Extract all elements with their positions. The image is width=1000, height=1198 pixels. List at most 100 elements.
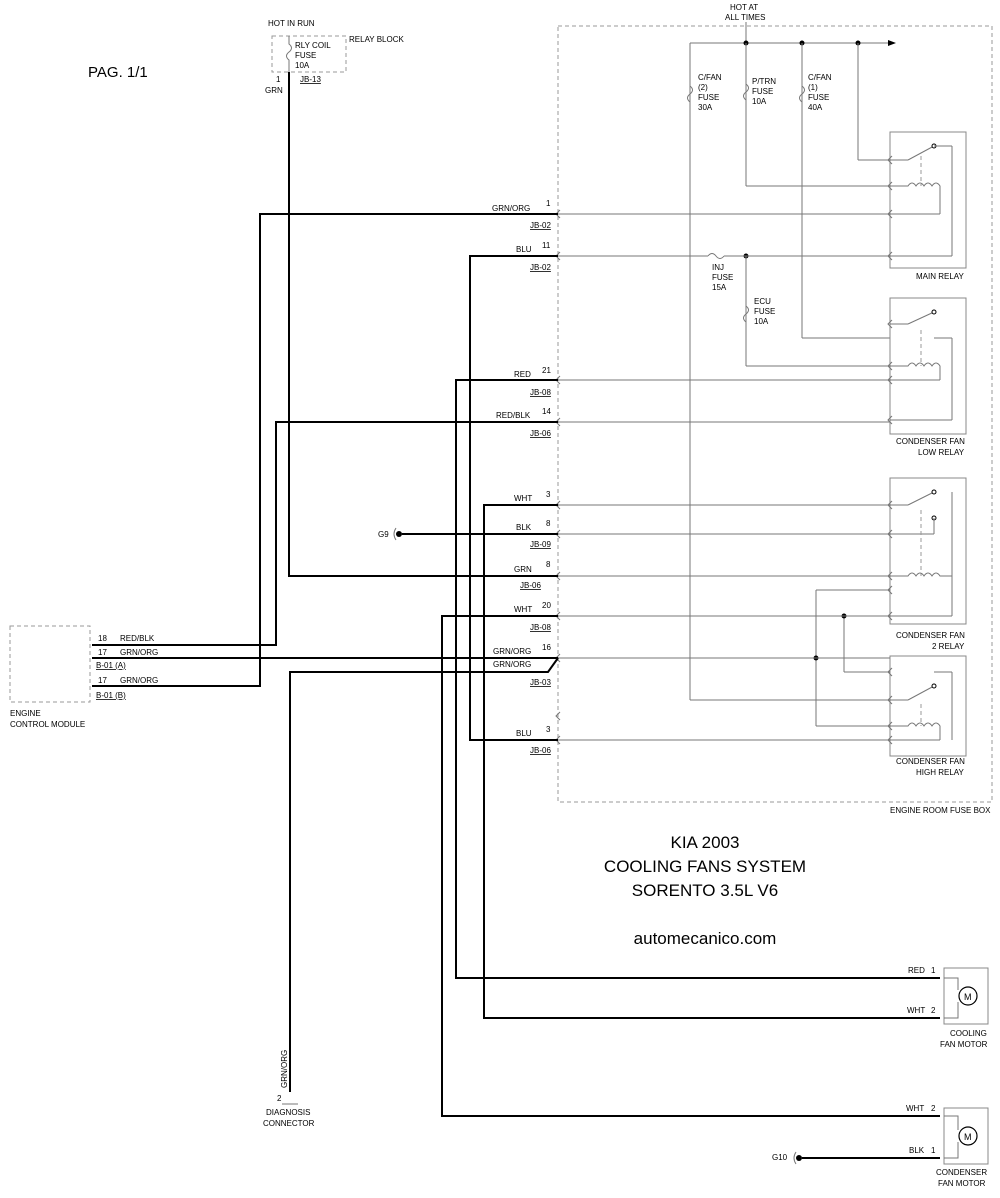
cooling-fan-motor-icon [958,986,978,1006]
cond-high-relay-label-1: CONDENSER FAN [896,757,965,766]
relay-coil-symbol [890,722,941,740]
condenser-fan-name-1: CONDENSER [936,1168,987,1177]
cond2-relay-box [889,477,967,625]
ecm-pin-2-wire: GRN/ORG [120,648,158,657]
ecm-pin-3-wire: GRN/ORG [120,676,158,685]
ecm-box [9,625,91,703]
cooling-fan-motor-lead [944,977,959,990]
ecu-fuse-line-2: FUSE [754,307,775,316]
diagnosis-name-line-1: DIAGNOSIS [266,1108,310,1117]
pin-row-connector-11: JB-06 [530,746,551,755]
ptrn-fuse-symbol [743,83,749,101]
inj-fuse-line-1: INJ [712,263,724,272]
condenser-fan-pin-1-wire: BLK [909,1146,925,1155]
condenser-fan-pin-1: 1 [931,1146,936,1155]
pin-row-connector-4: JB-06 [530,429,551,438]
wire-wht-condenser-fan [441,615,940,1117]
pin-row-wire-label-1: GRN/ORG [492,204,530,213]
cfan2-fuse-line-2: (2) [698,83,708,92]
pin-row-connector-1: JB-02 [530,221,551,230]
title-line-1: KIA 2003 [670,833,739,852]
inj-fuse-line-3: 15A [712,283,727,292]
ground-g9-icon [396,531,402,537]
cfan1-fuse-line-1: C/FAN [808,73,832,82]
cfan1-fuse-symbol [799,85,805,103]
cfan2-fuse-line-1: C/FAN [698,73,722,82]
fuse-box-connector-ticks [555,155,893,745]
relay-contact [931,489,937,495]
relay-switch-contact [907,145,935,161]
diagnosis-wire-label: GRN/ORG [280,1050,289,1088]
ecm-pin-2-connector: B-01 (A) [96,661,126,670]
relay-block-connector: JB-13 [300,75,321,84]
cond-high-relay-box [889,655,967,757]
pin-row-pin-3: 21 [542,366,551,375]
condenser-fan-motor-icon [958,1126,978,1146]
wire-wht-cooling-fan [483,504,940,1019]
cfan2-fuse-symbol [687,85,693,103]
wire-grn-org-ecm [92,213,558,687]
relay-coil-symbol [890,572,952,577]
hot-in-run-label: HOT IN RUN [268,19,315,28]
pin-row-connector-10: JB-03 [530,678,551,687]
condenser-fan-motor-box [943,1107,989,1165]
pin-row-wire-label-9: GRN/ORG [493,647,531,656]
ptrn-fuse-line-2: FUSE [752,87,773,96]
cfan2-fuse-line-4: 30A [698,103,713,112]
pin-row-wire-label-8: WHT [514,605,532,614]
diagnosis-name-line-2: CONNECTOR [263,1119,315,1128]
pin-row-pin-4: 14 [542,407,551,416]
engine-room-fuse-box-label: ENGINE ROOM FUSE BOX [890,806,991,815]
relay-switch-contact [907,491,935,506]
relay-coil-symbol [890,182,941,214]
rly-coil-fuse-line-1: RLY COIL [295,41,331,50]
main-relay-label: MAIN RELAY [916,272,965,281]
pin-row-pin-2: 11 [542,241,551,250]
pin-row-wire-label-7: GRN [514,565,532,574]
pin-row-pin-10: 16 [542,643,551,652]
engine-room-fuse-box [557,25,993,803]
ground-g10-icon-arc [793,1151,797,1165]
pin-row-wire-label-4: RED/BLK [496,411,531,420]
ecm-pin-3: 17 [98,676,107,685]
hot-at-all-times-line-2: ALL TIMES [725,13,765,22]
cooling-fan-pin-2-wire: WHT [907,1006,925,1015]
pin-row-wire-label-11: BLU [516,729,532,738]
relay-block-label: RELAY BLOCK [349,35,405,44]
pin-row-connector-3: JB-08 [530,388,551,397]
ground-g10-label: G10 [772,1153,788,1162]
wire-red-cooling-fan [455,379,940,979]
cond2-relay-label-2: 2 RELAY [932,642,965,651]
cooling-fan-motor-box [943,967,989,1025]
cooling-fan-motor-lead [944,1002,959,1019]
relay-switch-contact [907,311,935,325]
inj-fuse-line-2: FUSE [712,273,733,282]
ecm-pin-3-connector: B-01 (B) [96,691,126,700]
pin-row-wire-label-10: GRN/ORG [493,660,531,669]
relay-coil-symbol [890,362,941,380]
ecu-fuse-symbol [743,305,749,323]
ecm-name-line-1: ENGINE [10,709,41,718]
wire-grn-org-diagnosis [289,657,559,1092]
cooling-fan-pin-2: 2 [931,1006,936,1015]
ground-g9-label: G9 [378,530,389,539]
ecm-pin-1: 18 [98,634,107,643]
relay-switch-contact [907,685,935,701]
condenser-fan-pin-2-wire: WHT [906,1104,924,1113]
cooling-fan-pin-1: 1 [931,966,936,975]
relay-block-box [271,35,347,73]
condenser-fan-motor-lead [944,1142,959,1159]
cond2-relay-label-1: CONDENSER FAN [896,631,965,640]
cfan1-fuse-line-2: (1) [808,83,818,92]
relay-contact [931,683,937,689]
condenser-fan-motor-lead [944,1115,959,1130]
pin-row-pin-8: 20 [542,601,551,610]
cfan1-fuse-line-4: 40A [808,103,823,112]
wire-red-blk-ecm [92,421,558,646]
title-line-2: COOLING FANS SYSTEM [604,857,806,876]
ecm-name-line-2: CONTROL MODULE [10,720,85,729]
cond-low-relay-label-1: CONDENSER FAN [896,437,965,446]
cfan1-fuse-line-3: FUSE [808,93,829,102]
cooling-fan-name-2: FAN MOTOR [940,1040,988,1049]
